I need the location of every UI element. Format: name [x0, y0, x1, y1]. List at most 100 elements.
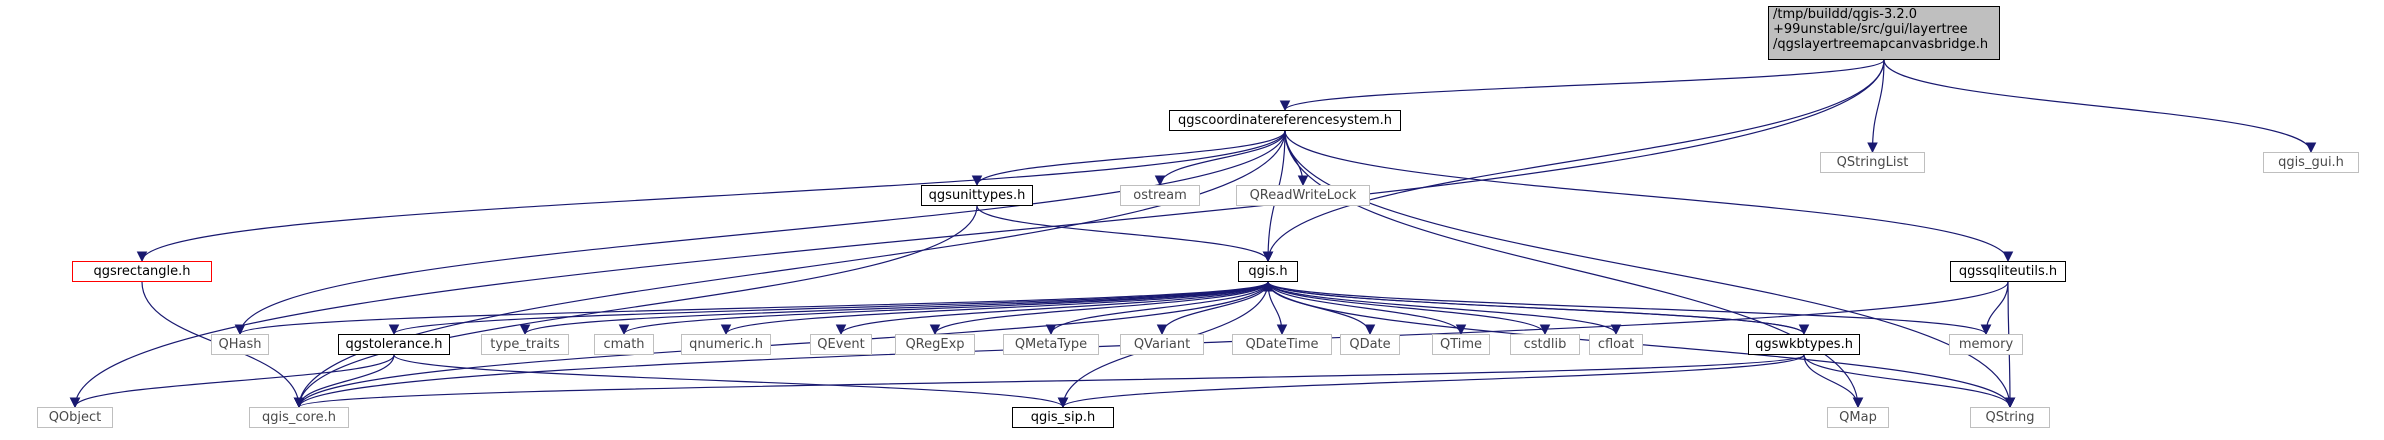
edge-crs-to-qgsrectangle — [136, 130, 1286, 263]
node-label: qgssqliteutils.h — [1958, 264, 2058, 279]
edge-crs-to-qmap — [1284, 130, 1864, 409]
node-label: type_traits — [490, 337, 560, 352]
edge-root-to-qstringlist — [1867, 59, 1885, 154]
node-qreadwritelock[interactable]: QReadWriteLock — [1236, 185, 1370, 206]
node-qmap[interactable]: QMap — [1827, 407, 1889, 428]
node-label: QVariant — [1133, 337, 1191, 352]
node-label: QMetaType — [1014, 337, 1088, 352]
edge-root-to-qgis-gui — [1883, 59, 2317, 154]
node-label: QStringList — [1836, 155, 1909, 170]
node-type-traits[interactable]: type_traits — [481, 334, 569, 355]
node-cfloat[interactable]: cfloat — [1589, 334, 1643, 355]
edge-qgswkbtypes-to-qmap — [1803, 354, 1864, 409]
node-label: qgstolerance.h — [345, 337, 443, 352]
edge-qgis-to-cmath — [618, 281, 1269, 336]
node-label: QDateTime — [1245, 337, 1319, 352]
edge-qgswkbtypes-to-qgis-core — [294, 354, 1805, 409]
node-memory[interactable]: memory — [1949, 334, 2023, 355]
node-qtime[interactable]: QTime — [1432, 334, 1490, 355]
node-label: qgsrectangle.h — [93, 264, 191, 279]
node-label: QTime — [1439, 337, 1483, 352]
edge-crs-to-qreadwritelock — [1284, 130, 1309, 187]
node-label: cfloat — [1597, 337, 1635, 352]
node-label: memory — [1958, 337, 2014, 352]
edge-qgis-to-cstdlib — [1267, 281, 1551, 336]
node-qobject[interactable]: QObject — [37, 407, 113, 428]
node-ostream[interactable]: ostream — [1120, 185, 1200, 206]
edge-qgstolerance-to-qobject — [69, 354, 395, 409]
edge-qgis-to-cfloat — [1267, 281, 1622, 336]
node-qgsunittypes[interactable]: qgsunittypes.h — [921, 185, 1033, 206]
node-label: QRegExp — [905, 337, 965, 352]
edge-qgsunittypes-to-qgis — [976, 205, 1274, 263]
node-label: /tmp/buildd/qgis-3.2.0 — [1773, 7, 1918, 22]
edge-crs-to-ostream — [1154, 130, 1286, 187]
node-label: QString — [1985, 410, 2035, 425]
node-label: cmath — [603, 337, 645, 352]
node-qgswkbtypes[interactable]: qgswkbtypes.h — [1748, 334, 1860, 355]
edge-crs-to-qhash — [234, 130, 1286, 336]
node-label: QEvent — [817, 337, 865, 352]
node-label: qgswkbtypes.h — [1755, 337, 1853, 352]
node-qhash[interactable]: QHash — [211, 334, 269, 355]
edge-qgis-to-qtime — [1267, 281, 1467, 336]
node-label: QMap — [1839, 410, 1877, 425]
edge-qgis-to-qregexp — [929, 281, 1269, 336]
node-qgstolerance[interactable]: qgstolerance.h — [338, 334, 450, 355]
node-qgis-gui[interactable]: qgis_gui.h — [2263, 152, 2359, 173]
edge-qgis-to-qgis-core — [293, 281, 1269, 409]
node-qdatetime[interactable]: QDateTime — [1232, 334, 1332, 355]
node-crs[interactable]: qgscoordinatereferencesystem.h — [1169, 110, 1401, 131]
node-label: /qgslayertreemapcanvasbridge.h — [1773, 37, 1989, 52]
node-label: QObject — [48, 410, 102, 425]
node-qmetatype[interactable]: QMetaType — [1003, 334, 1099, 355]
node-label: qgis_core.h — [262, 410, 336, 425]
node-label: qgis.h — [1248, 264, 1288, 279]
node-qregexp[interactable]: QRegExp — [895, 334, 975, 355]
edge-qgis-to-qgstolerance — [388, 281, 1269, 336]
edge-qgis-to-type-traits — [519, 281, 1269, 336]
node-label: qgis_sip.h — [1030, 410, 1096, 425]
edge-qgssqliteutils-to-memory — [1980, 281, 2009, 336]
node-qstring[interactable]: QString — [1970, 407, 2050, 428]
edge-qgswkbtypes-to-qgis-sip — [1057, 354, 1805, 409]
node-qdate[interactable]: QDate — [1340, 334, 1400, 355]
edge-crs-to-qgssqliteutils — [1284, 130, 2014, 263]
node-label: qgscoordinatereferencesystem.h — [1177, 113, 1393, 128]
edge-crs-to-qgsunittypes — [971, 130, 1286, 187]
edge-qgis-to-qmetatype — [1045, 281, 1269, 336]
node-label: ostream — [1133, 188, 1187, 203]
node-label: QReadWriteLock — [1249, 188, 1357, 203]
edge-crs-to-qgis-core — [293, 130, 1286, 409]
node-qgis-core[interactable]: qgis_core.h — [249, 407, 349, 428]
edge-root-to-qobject — [69, 59, 1885, 409]
edge-qgis-to-qnumeric — [720, 281, 1269, 336]
edge-root-to-qgis — [1262, 59, 1885, 263]
edge-root-to-crs — [1279, 59, 1885, 112]
node-label: QHash — [218, 337, 262, 352]
node-cmath[interactable]: cmath — [594, 334, 654, 355]
node-qgssqliteutils[interactable]: qgssqliteutils.h — [1950, 261, 2066, 282]
node-qevent[interactable]: QEvent — [810, 334, 872, 355]
edge-qgswkbtypes-to-qstring — [1803, 354, 2016, 409]
node-qnumeric[interactable]: qnumeric.h — [681, 334, 771, 355]
edge-qgswkbtypes-to-qgis — [1262, 280, 1805, 335]
node-label: +99unstable/src/gui/layertree — [1773, 22, 1968, 37]
edge-qgsunittypes-to-qgis-core — [293, 205, 978, 409]
node-qvariant[interactable]: QVariant — [1120, 334, 1204, 355]
edge-qgstolerance-to-qgis-sip — [393, 354, 1069, 409]
node-label: qgsunittypes.h — [928, 188, 1026, 203]
node-label: qgis_gui.h — [2278, 155, 2344, 170]
edge-qgis-to-qevent — [835, 281, 1269, 336]
node-qstringlist[interactable]: QStringList — [1820, 152, 1925, 173]
node-qgis[interactable]: qgis.h — [1238, 261, 1298, 282]
node-qgis-sip[interactable]: qgis_sip.h — [1012, 407, 1114, 428]
node-label: QDate — [1349, 337, 1391, 352]
node-cstdlib[interactable]: cstdlib — [1510, 334, 1580, 355]
edge-qgis-to-memory — [1267, 281, 1992, 336]
node-qgsrectangle[interactable]: qgsrectangle.h — [72, 261, 212, 282]
node-root[interactable]: /tmp/buildd/qgis-3.2.0+99unstable/src/gu… — [1768, 6, 2000, 60]
node-label: qnumeric.h — [689, 337, 763, 352]
node-label: cstdlib — [1523, 337, 1567, 352]
